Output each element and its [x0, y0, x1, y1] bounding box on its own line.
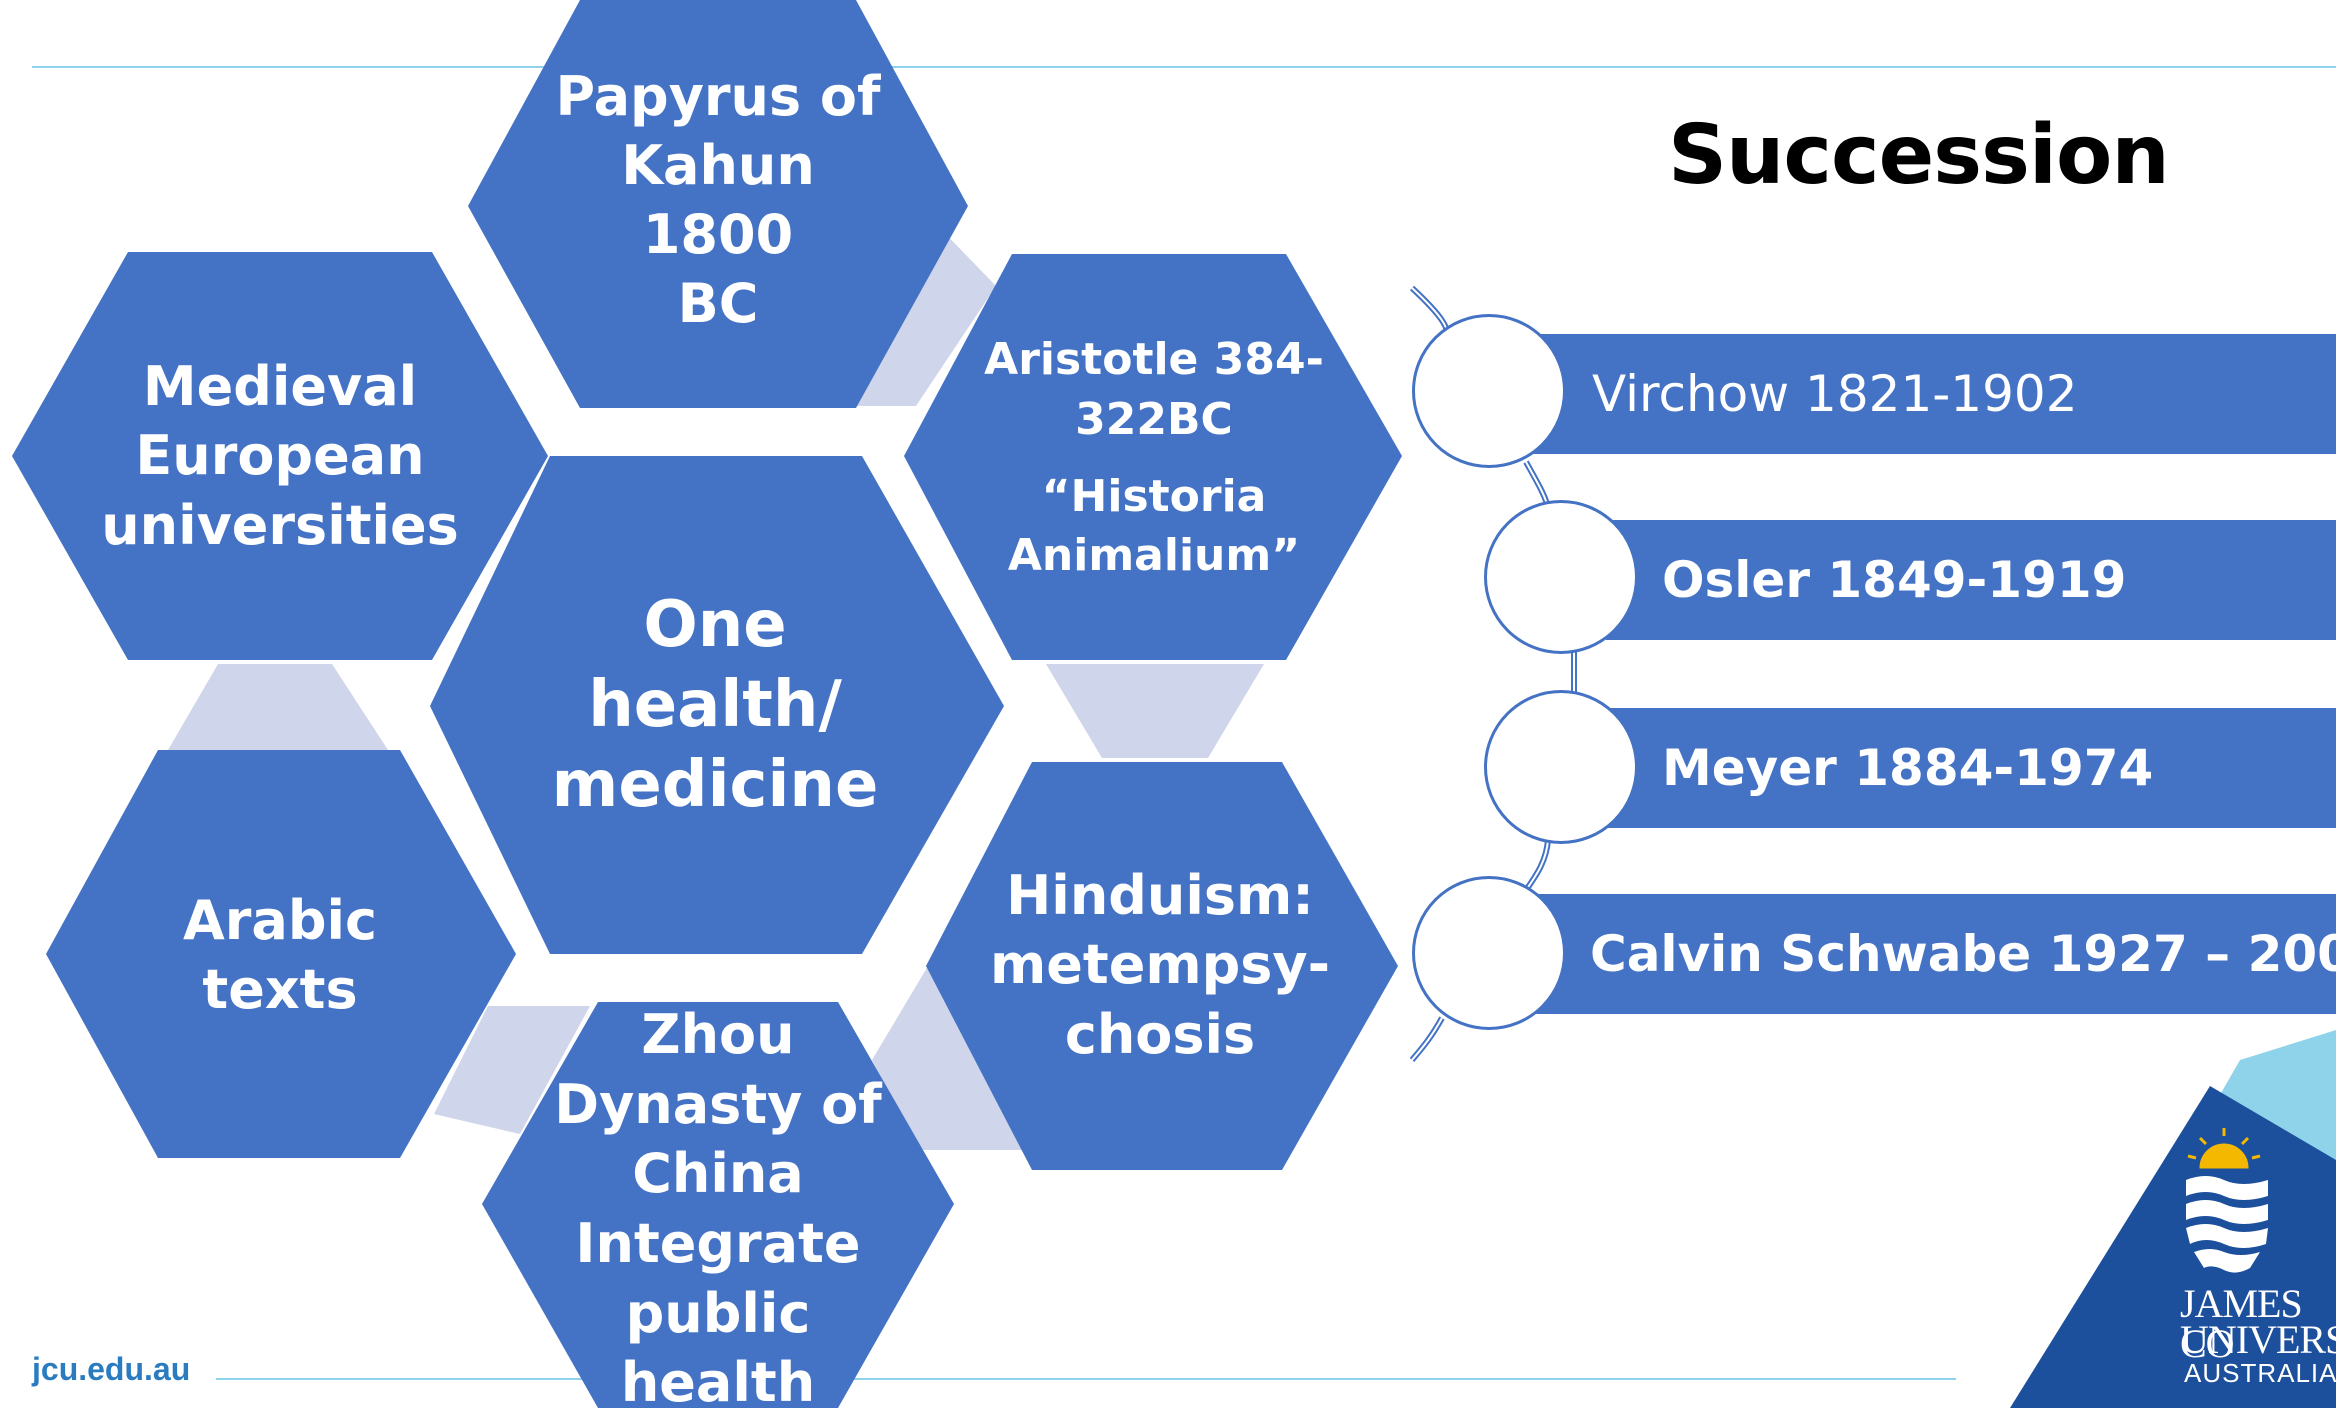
hex-line: Dynasty of — [554, 1072, 882, 1136]
hexagon-zhou — [482, 1002, 954, 1408]
hex-line: Hinduism: — [1006, 864, 1314, 928]
hex-line: Papyrus of — [555, 64, 881, 128]
hexagon-papyrus-text: Papyrus of Kahun 1800 BC — [540, 65, 896, 335]
hex-line: 322BC — [1075, 393, 1233, 445]
hex-line: Aristotle 384- — [984, 334, 1324, 386]
succession-marker — [1484, 690, 1638, 844]
succession-item-schwabe: Calvin Schwabe 1927 – 2006 — [1530, 894, 2336, 1014]
timeline-bracket-inner — [1411, 287, 1575, 1061]
succession-marker — [1484, 500, 1638, 654]
hex-line: texts — [202, 958, 358, 1021]
connector-zhou-arabic — [434, 1006, 590, 1134]
succession-marker — [1412, 314, 1566, 468]
hexagon-aristotle — [904, 254, 1402, 660]
hexagon-medieval-text: Medieval European universities — [100, 346, 460, 566]
succession-label: Virchow 1821-1902 — [1592, 365, 2078, 423]
hex-line: Animalium” — [1007, 530, 1301, 582]
connector-hinduism-zhou — [872, 966, 1030, 1150]
hex-line: European — [135, 424, 425, 488]
succession-label: Calvin Schwabe 1927 – 2006 — [1590, 925, 2336, 983]
succession-item-virchow: Virchow 1821-1902 — [1530, 334, 2336, 454]
hex-line: Medieval — [142, 355, 418, 419]
connector-arabic-medieval — [168, 664, 388, 750]
succession-label: Osler 1849-1919 — [1662, 551, 2127, 609]
hexagon-aristotle-text: Aristotle 384- 322BC “Historia Animalium… — [964, 318, 1344, 598]
hex-line: Zhou — [641, 1003, 795, 1066]
hex-line: “Historia — [1041, 471, 1267, 522]
hex-line: metempsy- — [989, 933, 1330, 997]
hex-line: Integrate — [575, 1211, 861, 1275]
logo-line-3: AUSTRALIA — [2184, 1358, 2336, 1388]
top-rule — [32, 66, 2336, 68]
hexagon-arabic-text: Arabic texts — [120, 880, 440, 1030]
hexagon-papyrus — [468, 0, 968, 408]
hexagon-center-text: One health/ medicine — [530, 580, 900, 830]
hexagon-hinduism — [926, 762, 1398, 1170]
hexagon-arabic — [46, 750, 516, 1158]
hex-line: BC — [677, 272, 759, 336]
hex-line: medicine — [551, 748, 879, 822]
hexagon-zhou-text: Zhou Dynasty of China Integrate public h… — [540, 1000, 896, 1416]
hex-line: One — [643, 588, 787, 662]
bottom-rule — [216, 1378, 1956, 1380]
hex-line: chosis — [1064, 1002, 1256, 1066]
hex-line: health/ — [588, 668, 842, 742]
hex-line: health — [620, 1351, 816, 1415]
logo-background — [2010, 1086, 2336, 1408]
hexagon-center — [430, 456, 1004, 954]
succession-item-osler: Osler 1849-1919 — [1606, 520, 2336, 640]
hex-line: universities — [101, 493, 459, 557]
footer-url: jcu.edu.au — [32, 1351, 191, 1387]
logo-line-1: JAMES CO — [2180, 1281, 2303, 1366]
hex-line: public — [625, 1281, 811, 1345]
waves-icon — [2186, 1176, 2268, 1273]
hex-line: Kahun 1800 — [621, 133, 815, 266]
connector-papyrus-aristotle — [856, 224, 996, 406]
hexagon-hinduism-text: Hinduism: metempsy- chosis — [980, 860, 1340, 1070]
succession-marker — [1412, 876, 1566, 1030]
hexagon-medieval — [12, 252, 548, 660]
hex-line: Arabic — [182, 888, 378, 952]
sun-icon — [2187, 1128, 2261, 1169]
slide-title: Succession — [1668, 108, 2170, 203]
hex-line: China — [632, 1142, 804, 1206]
logo-line-2: UNIVERS — [2180, 1317, 2336, 1362]
succession-label: Meyer 1884-1974 — [1662, 739, 2154, 797]
connector-aristotle-hinduism — [1046, 664, 1264, 758]
succession-item-meyer: Meyer 1884-1974 — [1606, 708, 2336, 828]
